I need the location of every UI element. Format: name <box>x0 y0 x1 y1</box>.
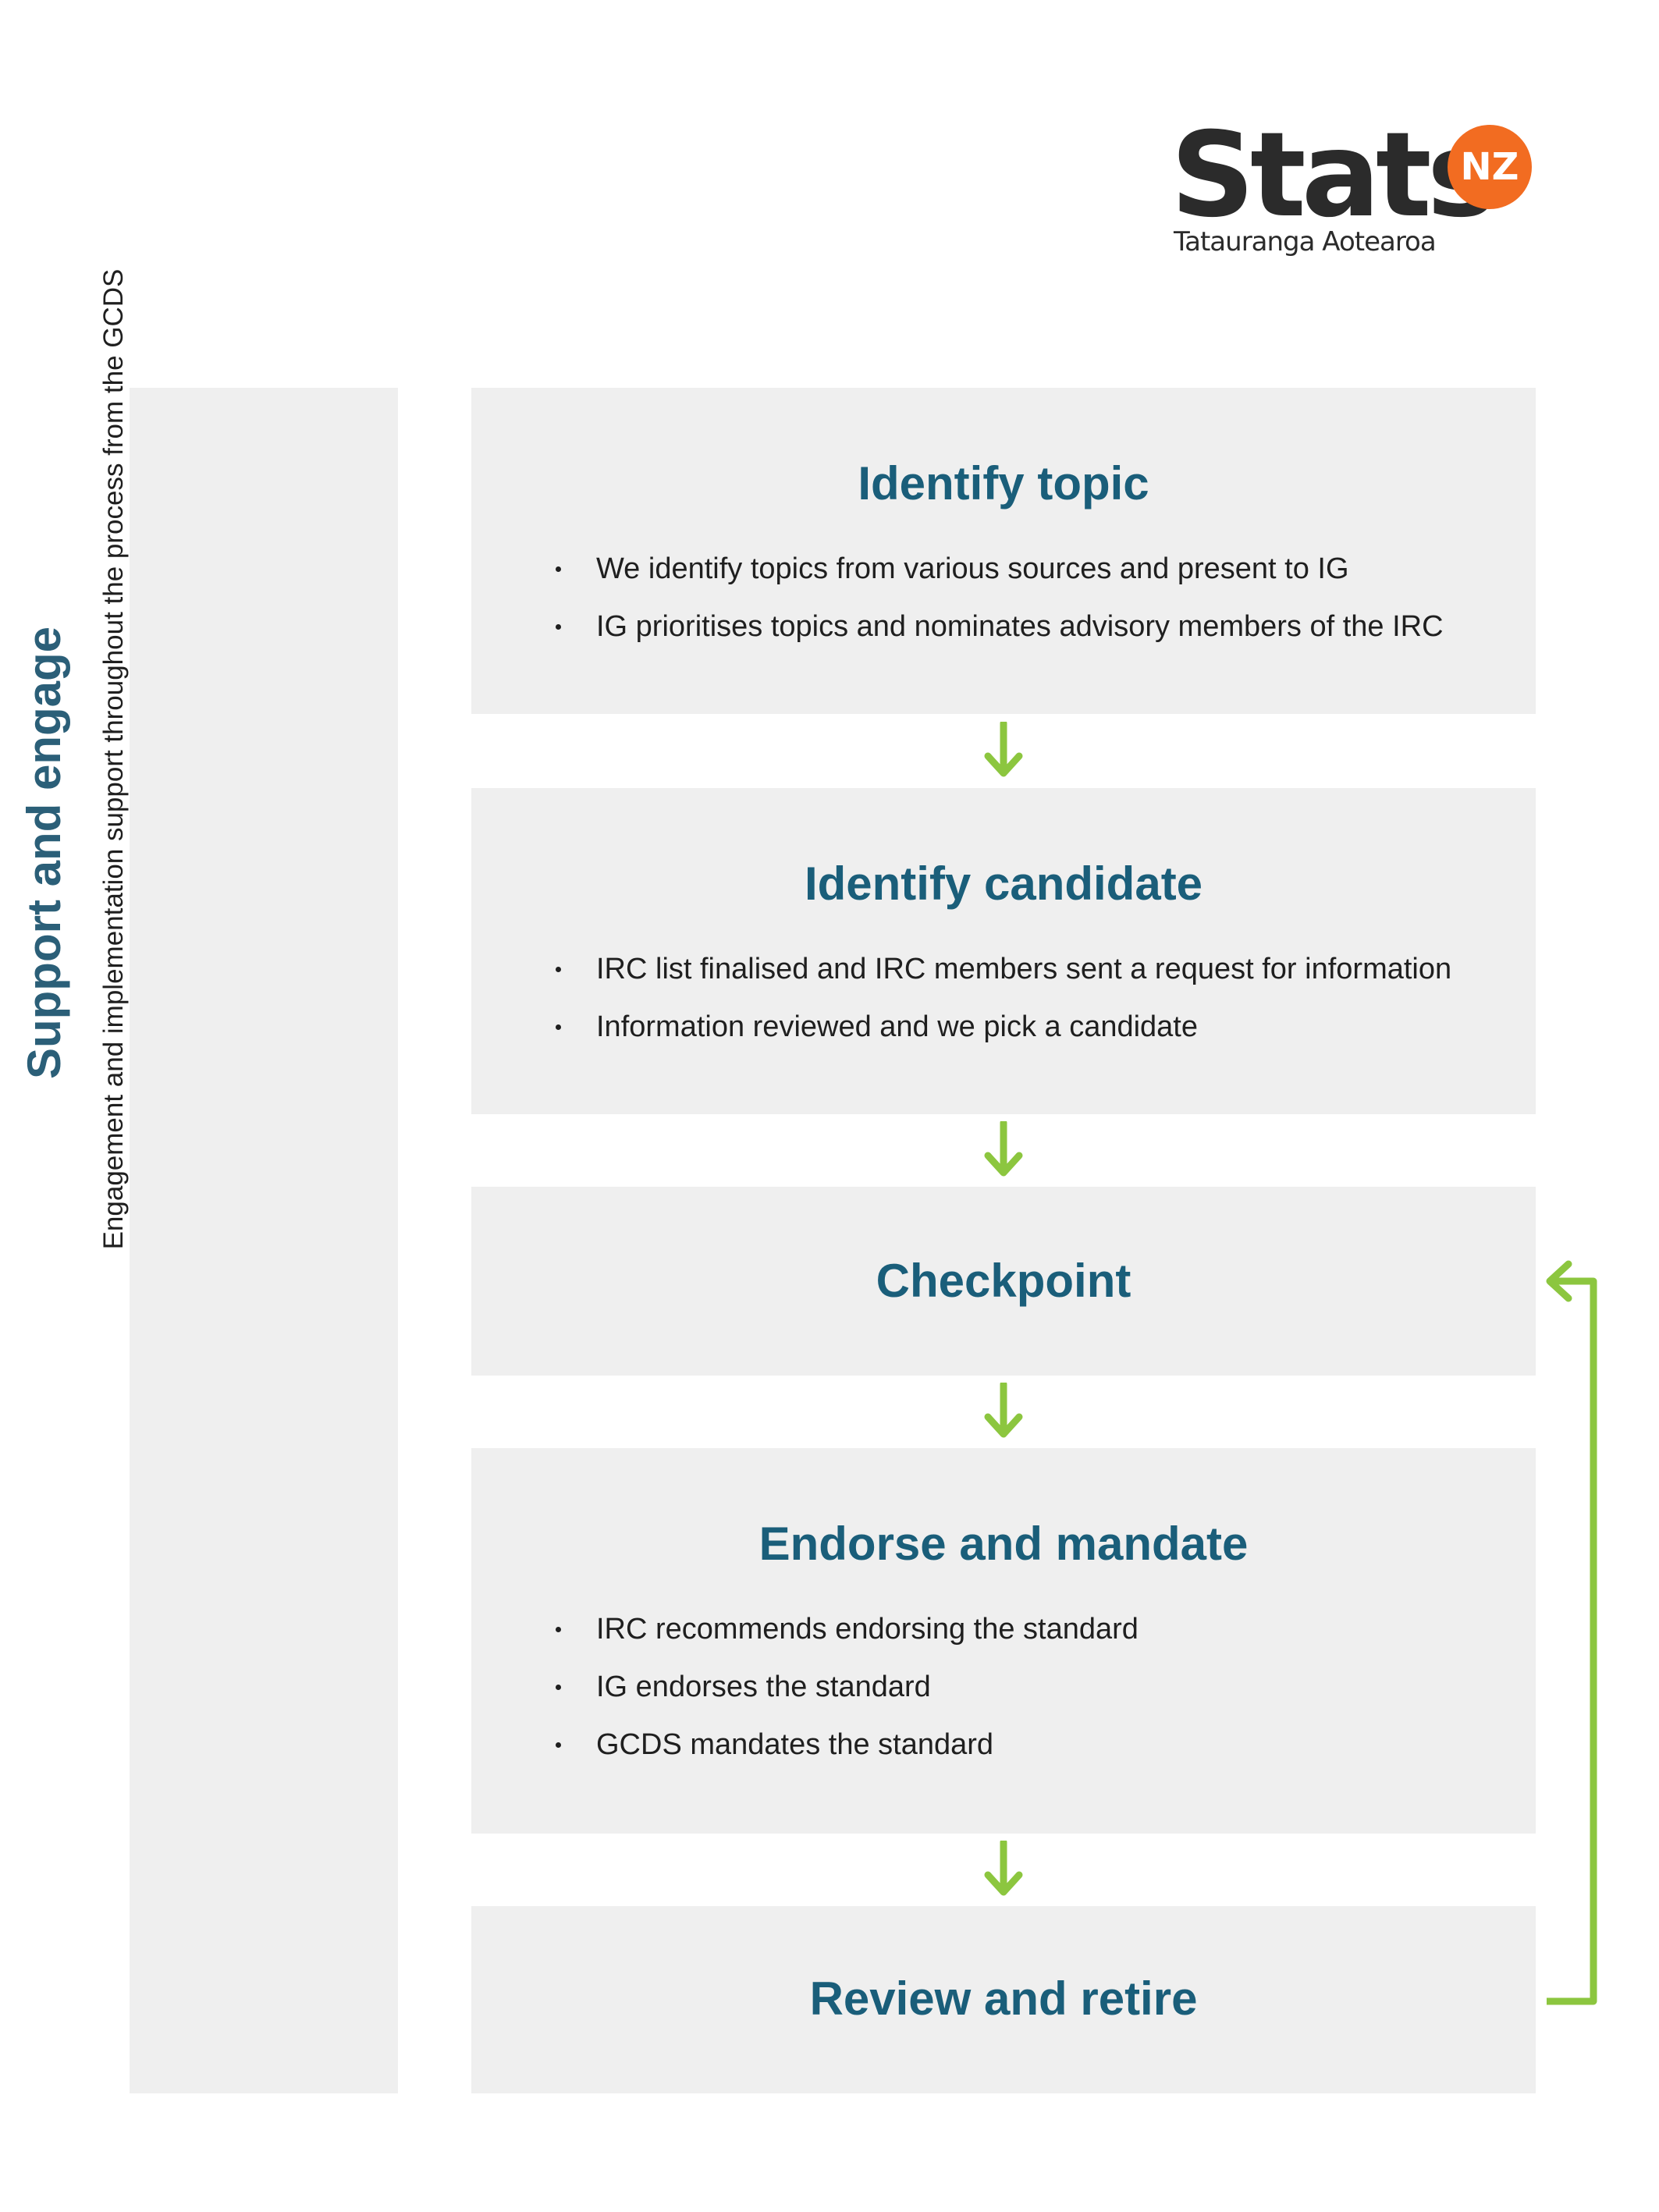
bullet-icon <box>556 1627 561 1632</box>
bullet-icon <box>556 967 561 972</box>
step-title: Review and retire <box>809 1972 1198 2025</box>
list-item: IRC recommends endorsing the standard <box>556 1600 1139 1658</box>
side-panel-subtitle: Engagement and implementation support th… <box>98 268 129 1250</box>
step-review-and-retire: Review and retire <box>471 1906 1536 2093</box>
bullet-icon <box>556 1685 561 1690</box>
step-bullet-list: IRC list finalised and IRC members sent … <box>556 940 1451 1056</box>
bullet-text: Information reviewed and we pick a candi… <box>596 1010 1199 1043</box>
down-arrow-icon <box>984 1121 1023 1177</box>
list-item: IG endorses the standard <box>556 1658 1139 1716</box>
bullet-text: We identify topics from various sources … <box>596 552 1349 585</box>
bullet-text: IG prioritises topics and nominates advi… <box>596 610 1444 643</box>
step-identify-candidate: Identify candidate IRC list finalised an… <box>471 788 1536 1114</box>
down-arrow-icon <box>984 1841 1023 1896</box>
down-arrow-icon <box>984 1383 1023 1438</box>
bullet-text: IRC recommends endorsing the standard <box>596 1613 1139 1646</box>
loop-back-arrow-icon <box>1546 1260 1597 2005</box>
logo-wordmark: Stats <box>1171 108 1497 243</box>
list-item: IG prioritises topics and nominates advi… <box>556 598 1444 655</box>
step-title: Identify topic <box>858 457 1149 510</box>
bullet-icon <box>556 1024 561 1030</box>
bullet-text: IRC list finalised and IRC members sent … <box>596 953 1452 985</box>
step-title: Checkpoint <box>876 1255 1131 1307</box>
logo-subtitle: Tatauranga Aotearoa <box>1174 226 1437 257</box>
logo-nz-badge: NZ <box>1448 125 1532 209</box>
step-identify-topic: Identify topic We identify topics from v… <box>471 388 1536 714</box>
list-item: GCDS mandates the standard <box>556 1716 1139 1774</box>
bullet-text: IG endorses the standard <box>596 1671 931 1703</box>
bullet-icon <box>556 1742 561 1748</box>
bullet-icon <box>556 624 561 630</box>
support-and-engage-panel <box>130 388 398 2093</box>
step-endorse-and-mandate: Endorse and mandate IRC recommends endor… <box>471 1448 1536 1834</box>
step-bullet-list: We identify topics from various sources … <box>556 540 1444 655</box>
list-item: We identify topics from various sources … <box>556 540 1444 598</box>
step-title: Endorse and mandate <box>758 1518 1249 1570</box>
step-title: Identify candidate <box>804 857 1203 910</box>
logo-badge-text: NZ <box>1460 145 1519 189</box>
down-arrow-icon <box>984 722 1023 777</box>
side-panel-title: Support and engage <box>18 626 70 1080</box>
step-checkpoint: Checkpoint <box>471 1187 1536 1376</box>
stats-nz-logo: Stats NZ Tatauranga Aotearoa <box>1171 117 1537 265</box>
list-item: Information reviewed and we pick a candi… <box>556 998 1451 1056</box>
bullet-text: GCDS mandates the standard <box>596 1728 994 1761</box>
bullet-icon <box>556 566 561 572</box>
list-item: IRC list finalised and IRC members sent … <box>556 940 1451 998</box>
step-bullet-list: IRC recommends endorsing the standard IG… <box>556 1600 1139 1774</box>
